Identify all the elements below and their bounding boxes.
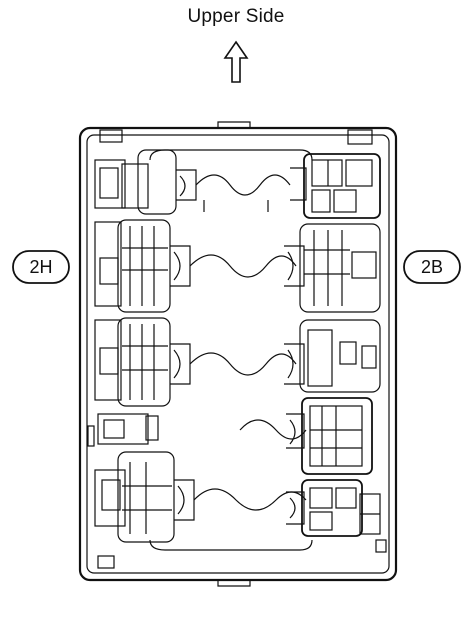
- right-connector-2: [284, 223, 381, 313]
- wire-channel: [149, 149, 313, 161]
- clip-top-left: [99, 129, 123, 143]
- wire-loops: [189, 174, 307, 511]
- up-arrow-icon: [223, 40, 249, 83]
- right-connector-1: [290, 153, 381, 219]
- right-connector-3: [284, 319, 381, 393]
- top-tab: [217, 121, 251, 128]
- bottom-tab: [217, 580, 251, 587]
- connector-label-left: 2H: [29, 257, 53, 277]
- clip-bottom-left: [97, 555, 115, 569]
- left-connector-1: [94, 149, 197, 215]
- connector-label-right: 2B: [420, 257, 444, 277]
- orientation-label: Upper Side: [187, 6, 285, 27]
- tag-outline-right: [403, 250, 461, 284]
- tag-outline-left: [12, 250, 70, 284]
- right-connector-4: [286, 397, 373, 475]
- left-connector-5: [94, 451, 195, 543]
- clip-bottom-right: [375, 539, 387, 553]
- housing-outline: [78, 126, 398, 582]
- left-connector-2: [94, 219, 191, 313]
- connector-tag-right: 2B: [403, 250, 461, 284]
- connector-tag-left: 2H: [12, 250, 70, 284]
- clip-top-right: [347, 129, 373, 145]
- left-connector-4: [87, 413, 159, 447]
- right-connector-5: [286, 479, 381, 537]
- housing-inner: [86, 134, 390, 574]
- left-connector-3: [94, 317, 191, 407]
